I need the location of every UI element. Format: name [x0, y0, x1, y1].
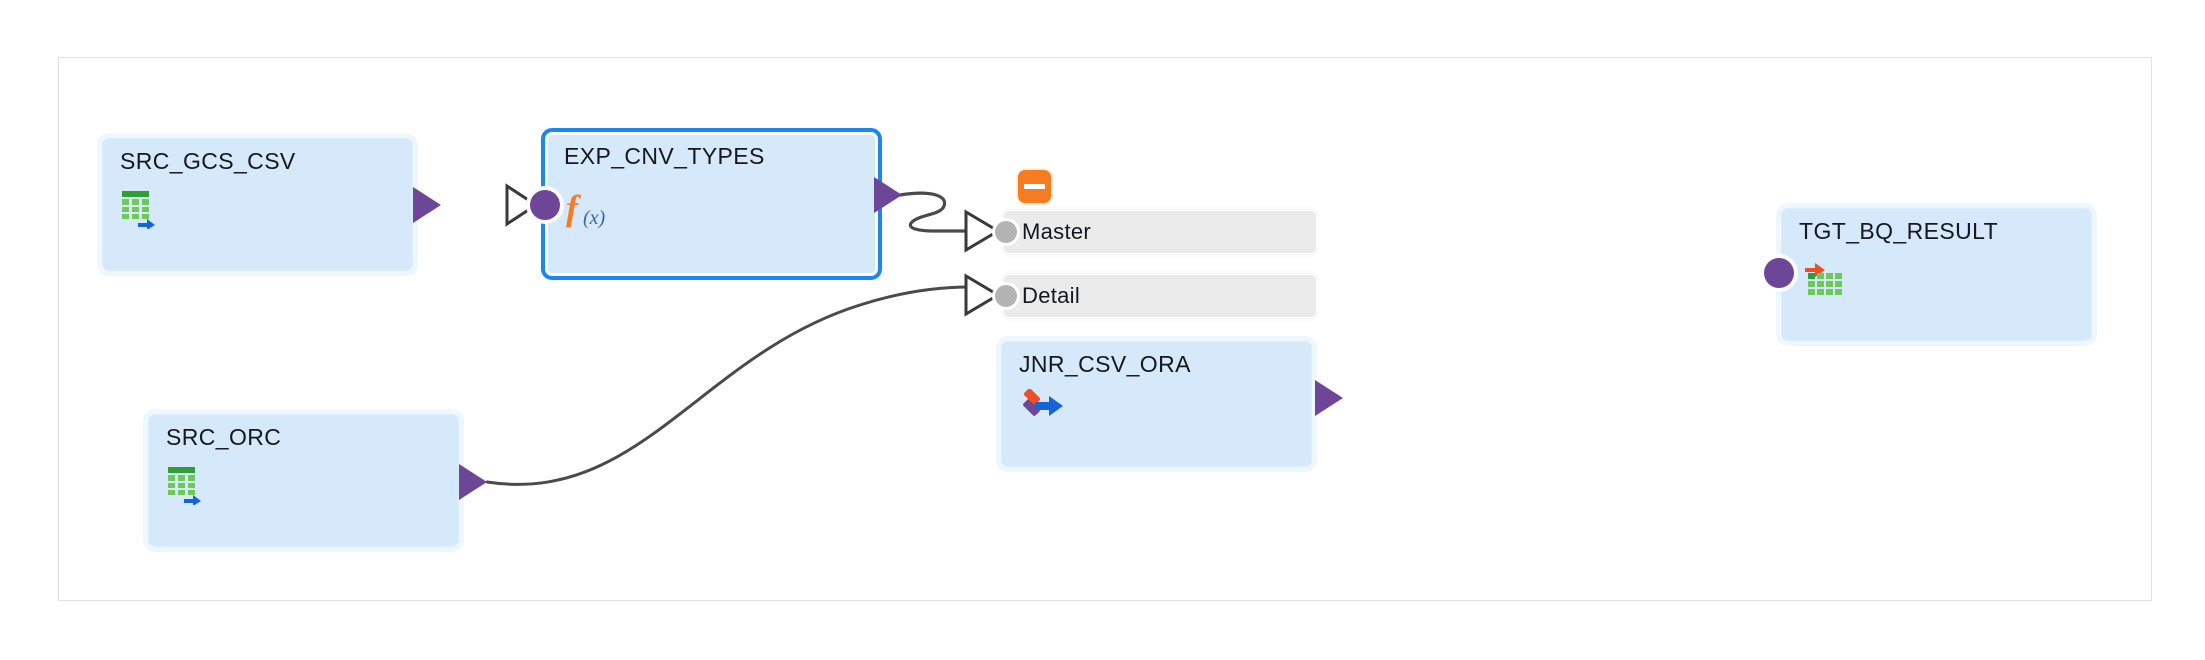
joiner-arrows-icon	[1021, 388, 1063, 427]
node-title: SRC_ORC	[166, 424, 282, 450]
output-port-src-gcs-csv[interactable]	[413, 187, 441, 223]
node-title: SRC_GCS_CSV	[120, 148, 296, 174]
source-table-icon	[122, 191, 162, 230]
detail-port-label: Detail	[1022, 283, 1081, 308]
function-fx-icon: f (x)	[566, 188, 606, 229]
master-port-label: Master	[1022, 219, 1092, 244]
svg-text:f: f	[566, 188, 581, 228]
svg-text:(x): (x)	[583, 207, 606, 229]
target-table-icon	[1805, 260, 1845, 298]
node-title: EXP_CNV_TYPES	[564, 143, 765, 169]
node-src-gcs-csv[interactable]: SRC_GCS_CSV	[97, 133, 418, 276]
node-src-orc[interactable]: SRC_ORC	[143, 409, 464, 552]
node-exp-cnv-types[interactable]: EXP_CNV_TYPES f (x)	[541, 128, 882, 280]
node-title: TGT_BQ_RESULT	[1799, 218, 1999, 244]
output-port-jnr-csv-ora[interactable]	[1315, 380, 1343, 416]
node-jnr-csv-ora[interactable]: JNR_CSV_ORA	[996, 336, 1317, 472]
node-title: JNR_CSV_ORA	[1019, 351, 1191, 377]
detail-input-port-dot[interactable]	[995, 285, 1017, 307]
output-port-exp-cnv-types[interactable]	[874, 177, 902, 213]
minus-collapse-icon[interactable]	[1018, 170, 1051, 203]
input-port-exp-cnv-types[interactable]	[530, 190, 560, 220]
node-tgt-bq-result[interactable]: TGT_BQ_RESULT	[1776, 203, 2097, 346]
source-table-icon	[168, 467, 208, 506]
detail-port-row[interactable]: Detail	[1000, 271, 1320, 321]
input-port-tgt-bq-result[interactable]	[1764, 258, 1794, 288]
master-port-row[interactable]: Master	[1000, 207, 1320, 257]
output-port-src-orc[interactable]	[459, 464, 487, 500]
master-input-port-dot[interactable]	[995, 221, 1017, 243]
